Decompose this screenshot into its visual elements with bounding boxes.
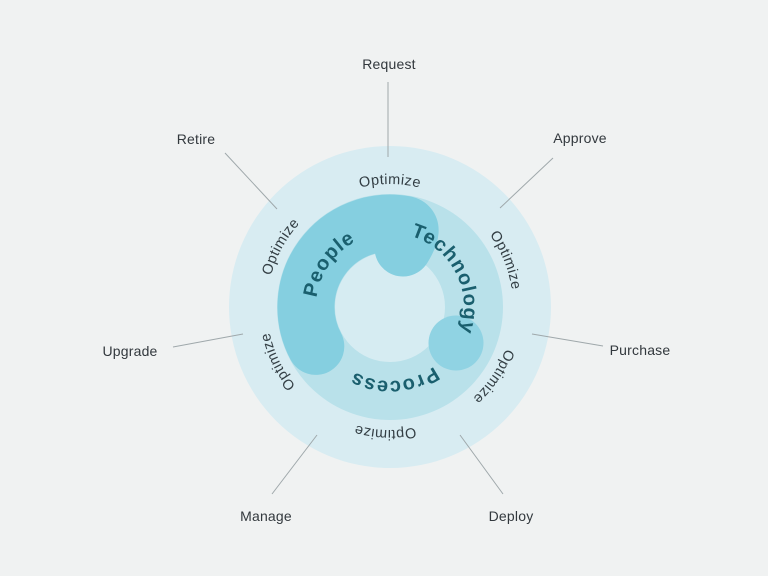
spoke-retire-label: Retire (177, 131, 216, 147)
spoke-deploy-label: Deploy (489, 508, 534, 524)
ring-label-optimize-top-text: Optimize (358, 172, 422, 192)
spoke-deploy: Deploy (459, 434, 534, 524)
spoke-upgrade-label: Upgrade (102, 343, 157, 359)
spoke-approve-line (499, 157, 554, 209)
inner-circle (335, 252, 445, 362)
ring-label-optimize-bottom-text: Optimize (353, 421, 417, 442)
spoke-deploy-line (459, 434, 504, 495)
ring-label-optimize-top: Optimize (358, 172, 423, 192)
spoke-request: Request (362, 56, 416, 157)
spoke-retire-line (224, 152, 278, 210)
spoke-upgrade: Upgrade (102, 333, 244, 359)
spoke-manage-label: Manage (240, 508, 292, 524)
people-arc (277, 194, 439, 375)
spoke-purchase-label: Purchase (610, 342, 671, 358)
spoke-approve: Approve (499, 130, 607, 209)
spoke-manage-line (271, 434, 318, 495)
process-technology-dot (428, 315, 484, 371)
spoke-retire: Retire (177, 131, 278, 210)
spoke-purchase-line (531, 333, 604, 347)
spoke-manage: Manage (240, 434, 318, 524)
spoke-approve-label: Approve (553, 130, 607, 146)
spoke-upgrade-line (172, 333, 244, 348)
spoke-purchase: Purchase (531, 333, 671, 358)
ring-label-optimize-bottom: Optimize (353, 421, 418, 442)
spoke-request-label: Request (362, 56, 416, 72)
